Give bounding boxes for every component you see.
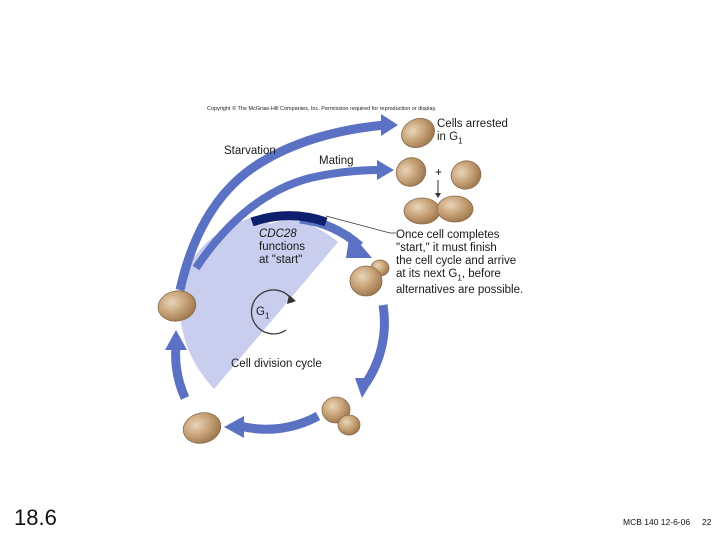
cycle-arrowhead-bottom (224, 416, 244, 438)
slide-number: 18.6 (14, 505, 57, 530)
label-cdc28-start: CDC28 functions at "start" (259, 228, 305, 267)
footer-page-number: 22 (702, 517, 712, 527)
g1-wedge-fill (179, 218, 338, 389)
label-once-line2: "start," it must finish (396, 242, 497, 254)
label-once-line4: at its next G1, before (396, 268, 523, 284)
yeast-zygote-right (436, 195, 474, 223)
yeast-cell-arrested (401, 118, 435, 148)
yeast-cell-left (157, 290, 197, 322)
label-cells-arrested-line2: in G1 (437, 131, 508, 147)
cycle-arc-bottom (238, 412, 321, 434)
cycle-arc-right (362, 304, 389, 386)
cycle-arrowhead-top (346, 232, 372, 258)
mating-arrowhead (377, 160, 394, 180)
yeast-cell-mating-a (395, 157, 427, 187)
label-cdc28: CDC28 (259, 228, 297, 240)
label-cells-arrested: Cells arrested in G1 (437, 118, 508, 147)
label-g1-sub: 1 (264, 311, 270, 321)
yeast-cell-bottom-left (182, 412, 222, 444)
start-band (250, 211, 328, 227)
yeast-zygote-left (403, 197, 441, 225)
label-functions: functions (259, 241, 306, 253)
mating-arrow (192, 166, 381, 271)
copyright-notice: Copyright © The McGraw-Hill Companies, I… (207, 106, 437, 112)
label-once-line4-sub: 1 (457, 273, 462, 283)
g1-arrow (250, 289, 296, 335)
mating-down-arrowhead (435, 193, 441, 198)
label-once-line1: Once cell completes (396, 229, 500, 241)
yeast-cell-budding (349, 265, 383, 297)
label-at-start: at "start" (259, 254, 303, 266)
cycle-arc-left (171, 344, 190, 400)
label-g1-letter: G (256, 306, 265, 318)
label-once-cell-completes: Once cell completes "start," it must fin… (396, 229, 523, 297)
label-starvation: Starvation (224, 145, 276, 157)
yeast-cell-mating-b (450, 160, 482, 190)
yeast-cell-dividing-b (337, 414, 361, 436)
footer-course-code: MCB 140 12-6-06 (623, 517, 691, 527)
label-in-g-sub: 1 (458, 136, 463, 146)
g1-arrow-head (287, 295, 296, 304)
label-once-line4-b: , before (461, 268, 501, 280)
label-once-line3: the cell cycle and arrive (396, 255, 517, 267)
label-once-line4-a: at its next G (396, 268, 458, 280)
label-cells-arrested-line1: Cells arrested (437, 118, 508, 130)
cycle-arrowhead-left (165, 330, 187, 350)
label-once-line5: alternatives are possible. (396, 284, 524, 297)
cycle-arrowhead-right (355, 378, 374, 398)
label-g1: G1 (256, 306, 269, 322)
label-cell-division-cycle: Cell division cycle (231, 358, 322, 370)
label-mating: Mating (319, 155, 354, 167)
starvation-arrow (175, 120, 386, 291)
starvation-arrowhead (381, 114, 398, 136)
label-in-g: in G (437, 131, 459, 143)
start-leader-line (325, 215, 396, 234)
plus-sign: + (435, 165, 443, 179)
